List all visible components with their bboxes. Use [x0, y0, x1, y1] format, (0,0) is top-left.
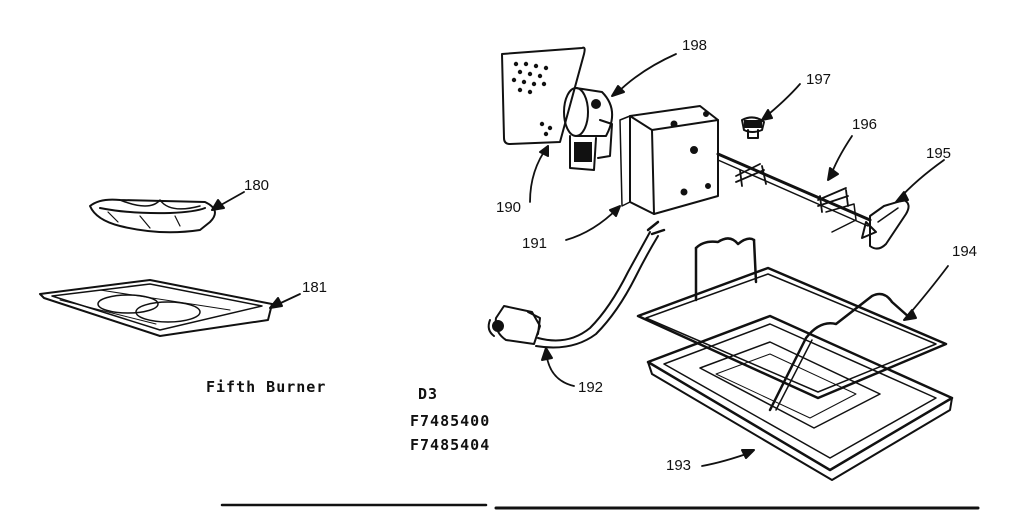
label-part-196: 196: [852, 116, 878, 133]
arrowhead-195: [895, 191, 909, 203]
leader-198: [615, 53, 677, 95]
label-part-190: 190: [496, 199, 522, 216]
model-number-1: F7485400: [410, 412, 491, 430]
arrowhead-181: [269, 297, 283, 309]
arrowhead-192: [541, 347, 553, 361]
part-181-burner-pan: [39, 279, 273, 337]
arrowhead-196: [827, 167, 839, 181]
leader-191: [565, 207, 619, 241]
arrowhead-197: [761, 109, 773, 121]
arrowhead-191: [609, 205, 621, 217]
part-198-motor: [563, 87, 613, 171]
part-192-power-cord: [487, 220, 666, 349]
part-196-spit-rod: [716, 152, 872, 233]
part-191-gearbox: [619, 105, 719, 215]
label-part-192: 192: [578, 379, 604, 396]
part-193-drip-pan: [646, 314, 954, 481]
label-part-194: 194: [952, 243, 978, 260]
arrowhead-190: [539, 145, 549, 157]
model-number-2: F7485404: [410, 436, 491, 454]
part-190-mounting-plate: [501, 46, 586, 145]
part-194-wire-rack: [636, 237, 948, 412]
label-part-197: 197: [806, 71, 832, 88]
label-part-181: 181: [302, 279, 328, 296]
arrowhead-180: [211, 199, 225, 211]
part-180-burner-head: [89, 198, 216, 234]
label-part-193: 193: [666, 457, 692, 474]
part-195-handle: [861, 199, 910, 250]
label-part-191: 191: [522, 235, 548, 252]
model-code: D3: [418, 385, 439, 403]
label-part-198: 198: [682, 37, 708, 54]
part-197-screw: [741, 116, 765, 139]
label-part-180: 180: [244, 177, 270, 194]
label-part-195: 195: [926, 145, 952, 162]
arrowhead-194: [903, 309, 917, 321]
arrowhead-193: [741, 449, 755, 459]
arrowhead-198: [611, 85, 625, 97]
section-title: Fifth Burner: [206, 378, 327, 396]
